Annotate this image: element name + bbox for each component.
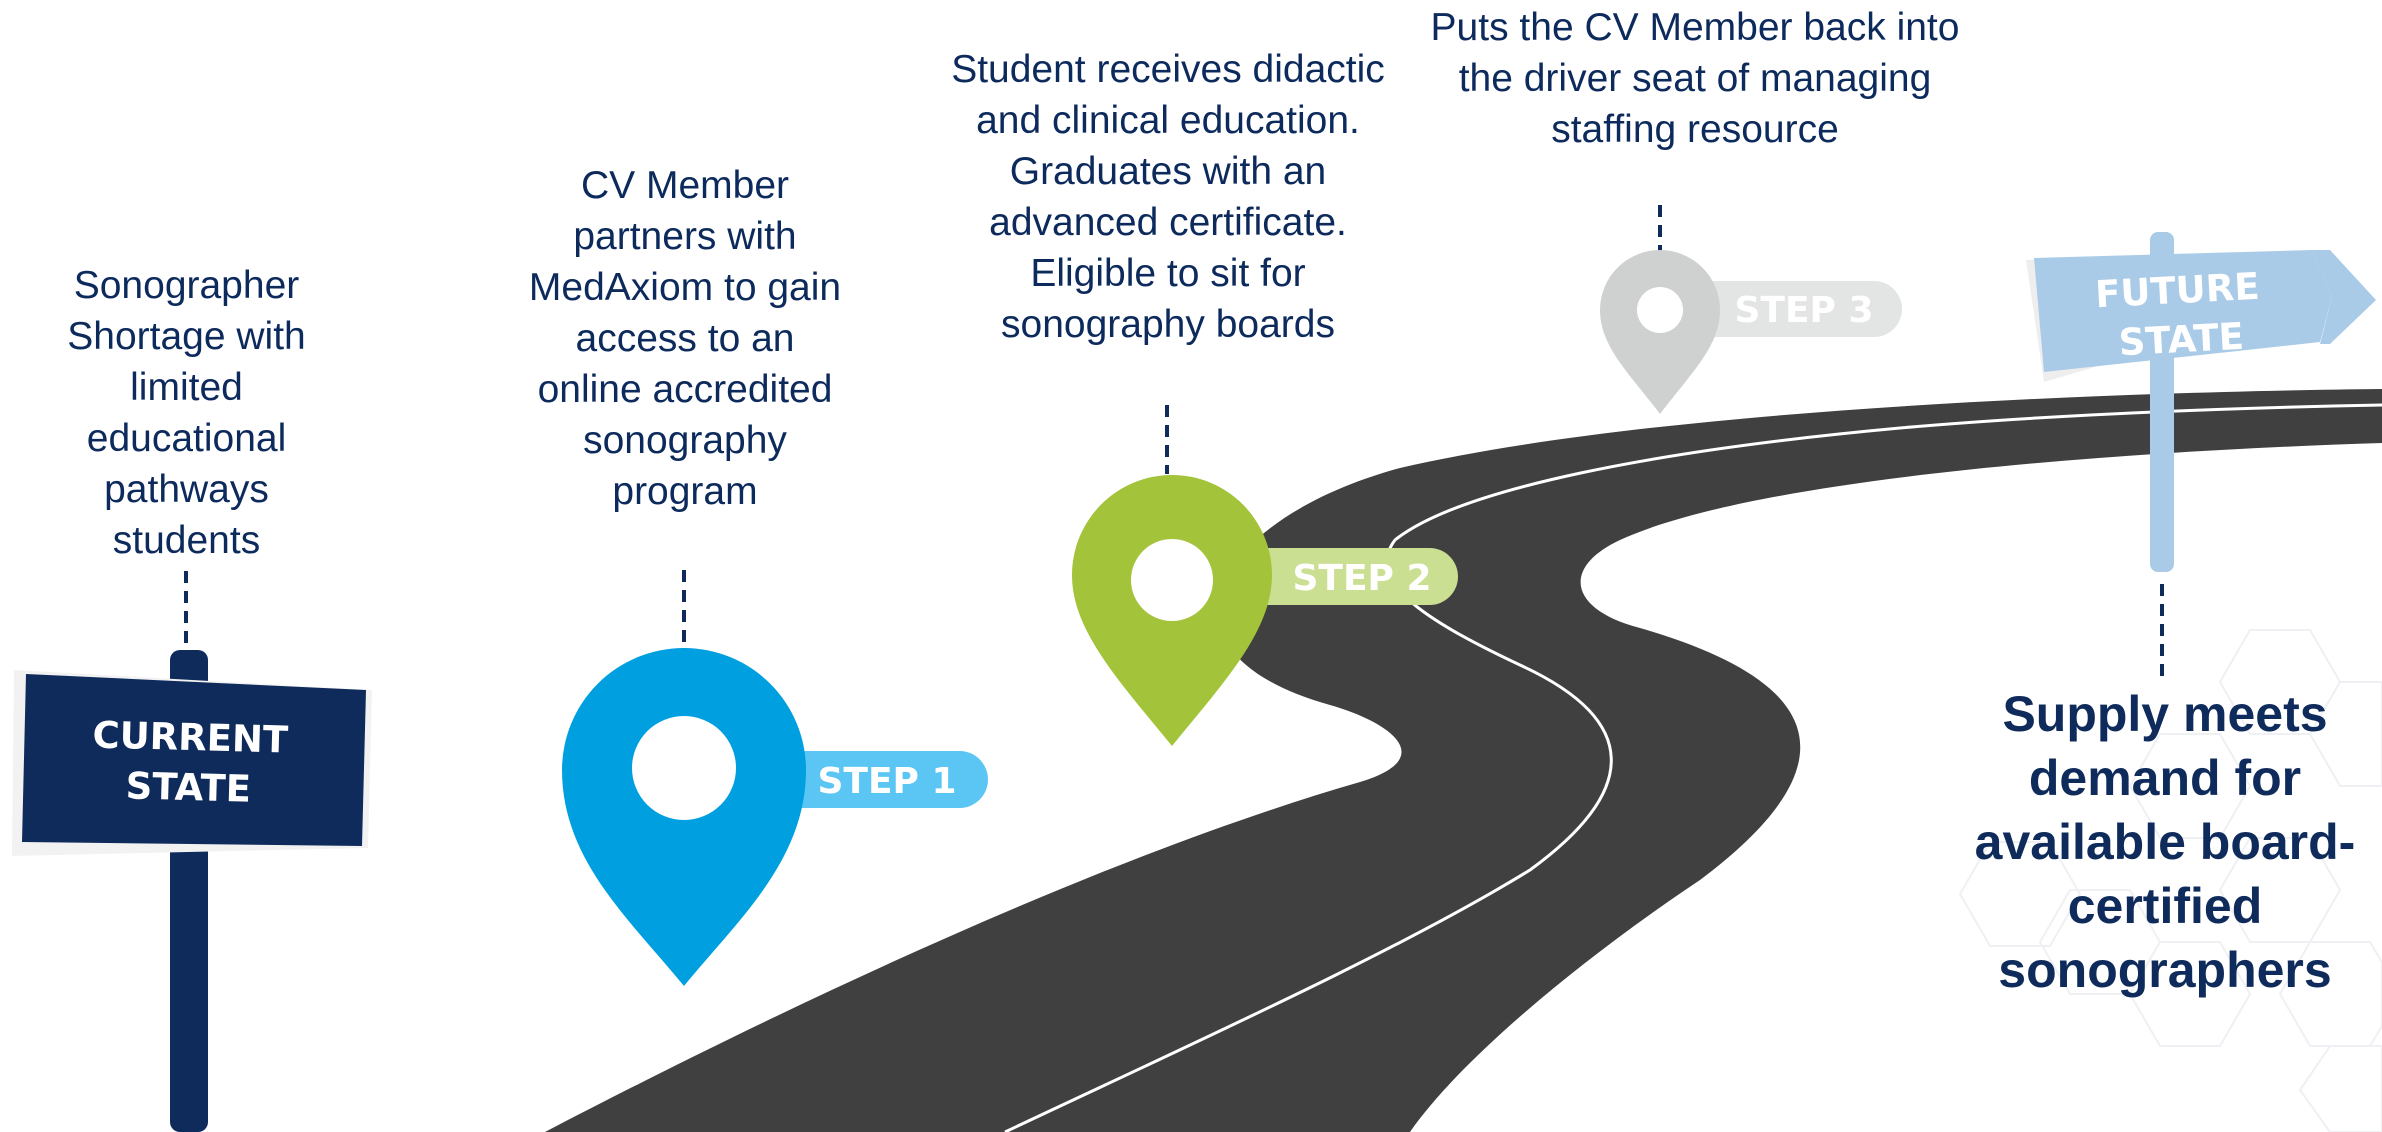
step-3-description: Puts the CV Member back into the driver …: [1430, 6, 1960, 151]
step-3-pin-hole: [1637, 287, 1683, 333]
road: [545, 389, 2382, 1132]
future-state-label-line2: STATE: [2118, 315, 2245, 364]
connector-lines: [184, 205, 2164, 680]
future-state-sign: FUTURE STATE: [2026, 232, 2376, 572]
current-state-label-line1: CURRENT: [92, 713, 289, 761]
future-state-board: [2034, 250, 2332, 372]
future-state-label-line1: FUTURE: [2094, 265, 2260, 317]
step-3-label: STEP 3: [1734, 290, 1873, 331]
future-state-description: Supply meets demand for available board-…: [1974, 686, 2356, 998]
step-2-pin-hole: [1131, 539, 1213, 621]
current-state-label-line2: STATE: [125, 764, 251, 810]
step-2-tag: [1222, 548, 1458, 605]
step-2-description: Student receives didactic and clinical e…: [951, 48, 1385, 346]
current-state-sign: CURRENT STATE: [12, 650, 372, 1132]
current-state-description: Sonographer Shortage with limited educat…: [67, 264, 306, 562]
step-1-marker: STEP 1: [562, 648, 988, 986]
step-3-marker: STEP 3: [1600, 250, 1902, 414]
step-2-marker: STEP 2: [1072, 475, 1458, 746]
hexagon-pattern: [1958, 629, 2382, 1132]
step-1-description: CV Member partners with MedAxiom to gain…: [528, 164, 842, 513]
step-1-label: STEP 1: [817, 761, 956, 802]
step-2-label: STEP 2: [1292, 558, 1431, 599]
step-1-pin-hole: [632, 716, 736, 820]
current-state-board: [22, 674, 366, 846]
step-3-tag: [1680, 281, 1902, 337]
step-1-tag: [760, 751, 988, 808]
future-state-arrow: [2312, 250, 2376, 344]
